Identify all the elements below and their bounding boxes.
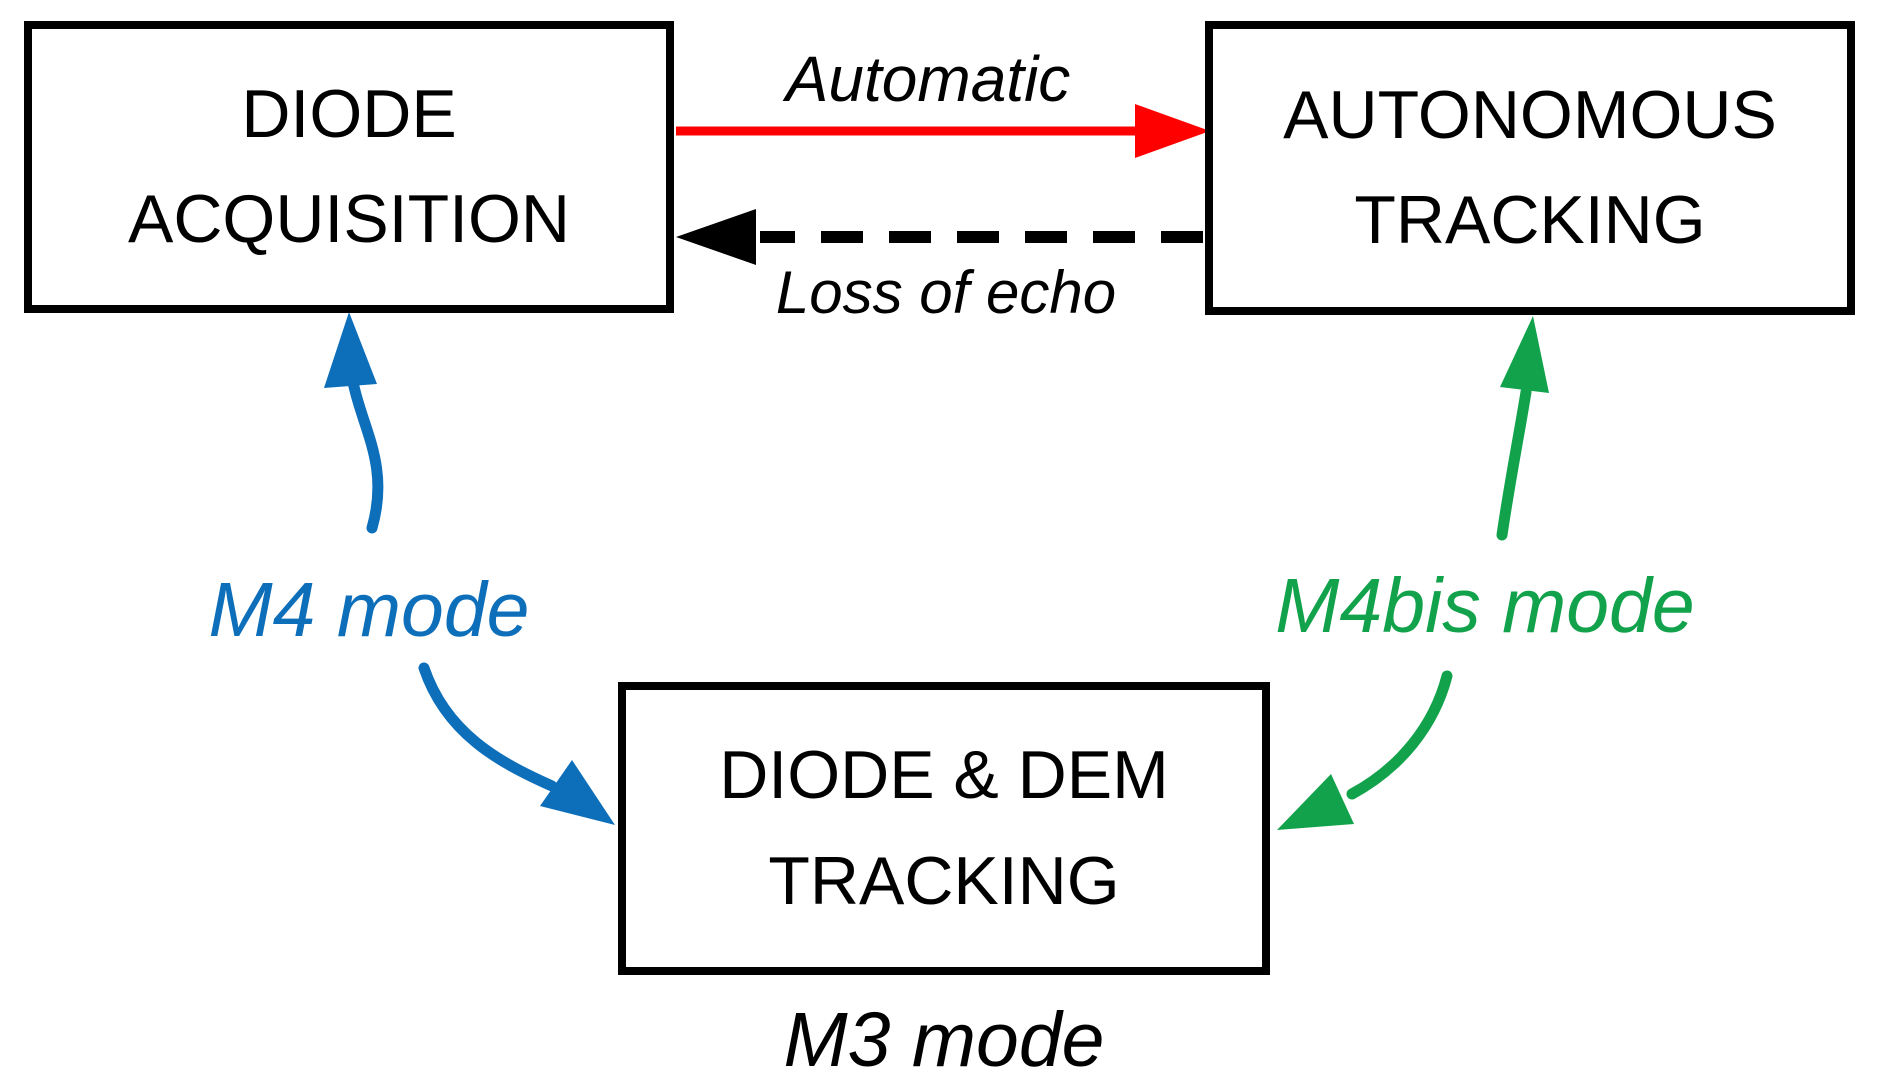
arrow-m4bis-down-head-icon	[1277, 774, 1354, 830]
node-diode-dem-tracking-line2: TRACKING	[768, 842, 1120, 919]
edge-label-automatic: Automatic	[785, 43, 1071, 115]
arrow-m4bis-down-line	[1346, 670, 1453, 800]
arrow-loss-of-echo-head-icon	[676, 209, 756, 265]
arrow-m4-up-head-icon	[324, 312, 377, 388]
mode-label-m3: M3 mode	[783, 997, 1105, 1083]
arrow-m4bis-up-head-icon	[1500, 316, 1549, 393]
arrow-m4bis-up-line	[1496, 386, 1532, 541]
node-autonomous-tracking: AUTONOMOUS TRACKING	[1205, 21, 1855, 315]
mode-label-m4bis: M4bis mode	[1275, 563, 1695, 649]
node-diode-dem-tracking-line1: DIODE & DEM	[719, 737, 1169, 814]
node-diode-dem-tracking: DIODE & DEM TRACKING	[618, 682, 1270, 975]
node-diode-acquisition-line2: ACQUISITION	[127, 181, 571, 257]
arrow-m4-up-line	[347, 376, 384, 534]
node-diode-acquisition-line1: DIODE	[241, 75, 457, 152]
node-autonomous-tracking-line1: AUTONOMOUS	[1283, 76, 1777, 153]
arrow-automatic-head-icon	[1135, 104, 1210, 158]
mode-label-m4: M4 mode	[208, 567, 530, 653]
node-diode-acquisition: DIODE ACQUISITION	[24, 21, 674, 313]
edge-label-loss-of-echo: Loss of echo	[775, 259, 1117, 326]
arrow-m4-down-head-icon	[540, 760, 615, 825]
node-autonomous-tracking-line2: TRACKING	[1354, 182, 1706, 258]
arrow-m4-down-line	[418, 662, 558, 792]
